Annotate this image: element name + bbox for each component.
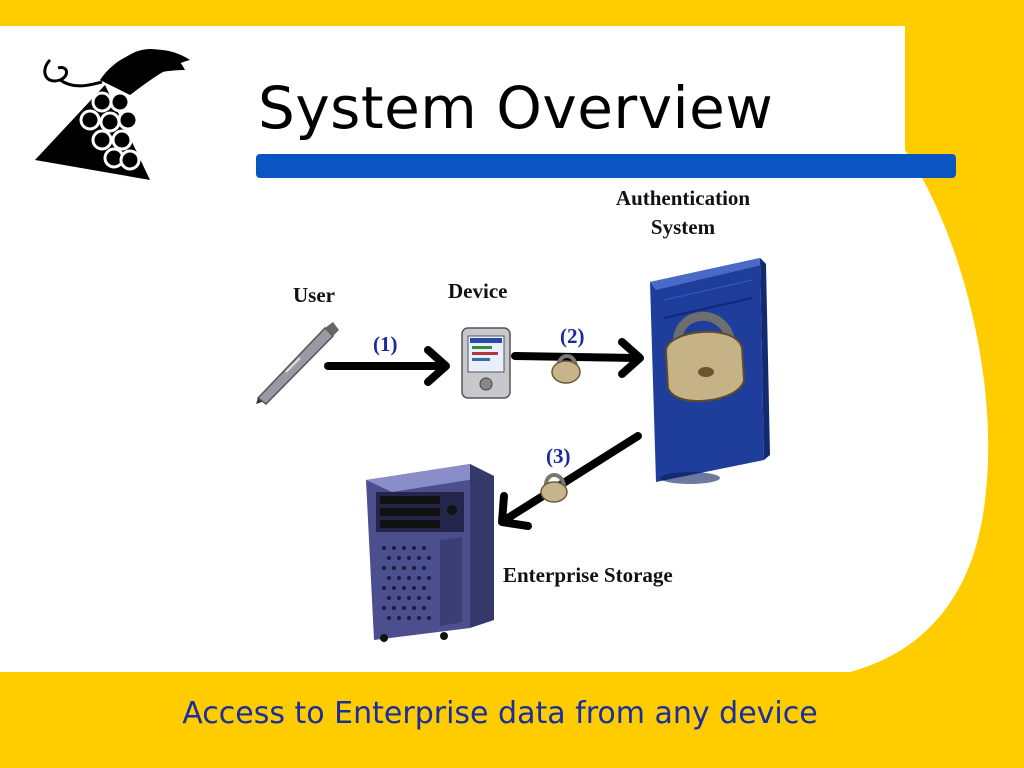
padlock-icon	[540, 473, 568, 503]
step-3-label: (3)	[546, 444, 571, 468]
arrow-icon	[498, 432, 642, 530]
title-underline-bar	[256, 154, 956, 178]
storage-server-icon	[366, 464, 494, 642]
authentication-label-line1: Authentication	[615, 186, 751, 210]
authentication-system-label: Authentication System	[590, 184, 776, 242]
pda-device-icon	[461, 327, 511, 399]
step-2-label: (2)	[560, 324, 585, 348]
authentication-label-line2: System	[650, 215, 716, 239]
device-label: Device	[448, 279, 508, 303]
grapes-logo-icon	[35, 48, 190, 180]
step-1-label: (1)	[373, 332, 398, 356]
footer-caption: Access to Enterprise data from any devic…	[182, 696, 818, 731]
arrow-icon	[511, 338, 644, 378]
page-title: System Overview	[258, 74, 774, 142]
padlock-icon	[551, 354, 581, 384]
arrow-icon	[324, 346, 450, 386]
user-label: User	[293, 283, 335, 307]
pen-icon	[256, 322, 339, 405]
padlock-icon	[664, 311, 746, 402]
enterprise-storage-label: Enterprise Storage	[503, 563, 673, 587]
